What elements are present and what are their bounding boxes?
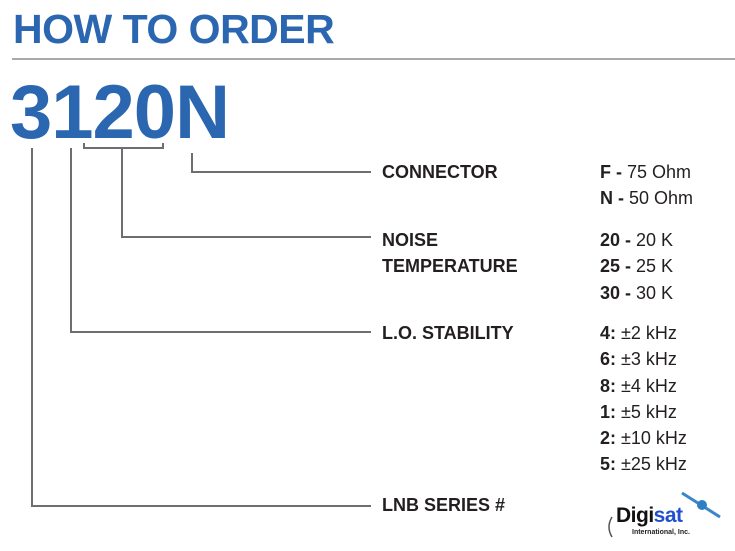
option-row: 20 - 20 K: [600, 230, 674, 250]
page-title: HOW TO ORDER: [13, 6, 335, 52]
noise-temperature-label: NOISE TEMPERATURE: [382, 230, 518, 276]
option-row: 1: ±5 kHz: [600, 401, 677, 422]
option-row: 8: ±4 kHz: [600, 375, 677, 396]
noise-temperature-options: 20 - 20 K 25 - 25 K 30 - 30 K: [600, 227, 673, 306]
logo-wordmark: Digisat: [616, 504, 683, 527]
lnb-series-label: LNB SERIES #: [382, 495, 506, 515]
option-row: 2: ±10 kHz: [600, 428, 687, 449]
option-row: N - 50 Ohm: [600, 188, 694, 209]
option-row: 5: ±25 kHz: [600, 454, 687, 475]
connector-options: F - 75 Ohm N - 50 Ohm: [600, 159, 693, 212]
option-row: 6: ±3 kHz: [600, 349, 677, 370]
lo-stability-label: L.O. STABILITY: [382, 323, 514, 343]
lo-stability-options: 4: ±2 kHz 6: ±3 kHz 8: ±4 kHz 1: ±5 kHz …: [600, 320, 687, 478]
option-row: F - 75 Ohm: [600, 162, 692, 182]
model-number: 3120N: [10, 70, 230, 155]
option-row: 25 - 25 K: [600, 256, 674, 277]
header-divider: [12, 58, 735, 60]
satellite-icon: [608, 491, 721, 538]
digisat-logo: Digisat International, Inc.: [604, 487, 724, 545]
option-row: 4: ±2 kHz: [600, 323, 677, 343]
logo-subtitle: International, Inc.: [632, 529, 690, 536]
option-row: 30 - 30 K: [600, 282, 674, 303]
connector-label: CONNECTOR: [382, 162, 498, 182]
